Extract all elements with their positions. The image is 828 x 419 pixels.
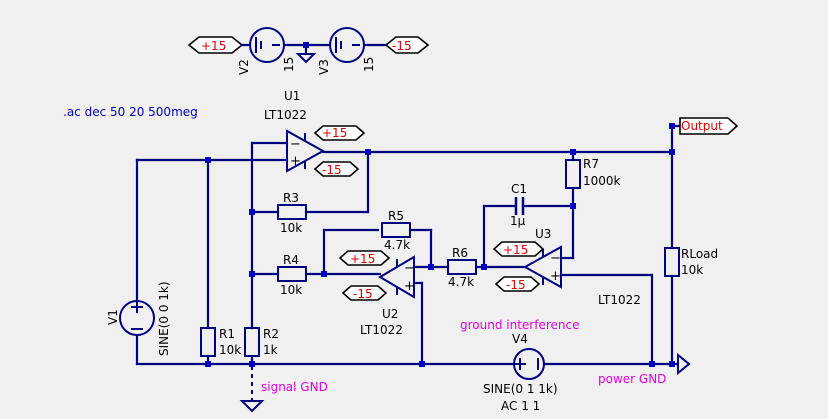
ground-symbol-power <box>677 352 691 376</box>
svg-text:V2: V2 <box>237 59 251 75</box>
net-flag-plus15-supply: +15 <box>187 36 244 54</box>
opamp-U2[interactable]: − + <box>378 255 415 299</box>
svg-text:4.7k: 4.7k <box>384 238 410 252</box>
svg-text:+15: +15 <box>350 252 375 266</box>
svg-text:15: 15 <box>282 57 296 72</box>
svg-text:−: − <box>290 137 301 152</box>
svg-text:+15: +15 <box>322 126 347 140</box>
svg-text:R6: R6 <box>452 246 468 260</box>
net-flag-minus15-U3: -15 <box>494 276 541 292</box>
svg-text:+15: +15 <box>201 39 226 53</box>
resistor-R1[interactable] <box>200 327 216 357</box>
resistor-R3[interactable] <box>277 204 307 220</box>
svg-text:-15: -15 <box>392 39 412 53</box>
resistor-R4[interactable] <box>277 266 307 282</box>
svg-text:15: 15 <box>362 57 376 72</box>
svg-text:1000k: 1000k <box>583 174 621 188</box>
svg-text:V1: V1 <box>106 309 120 325</box>
svg-text:R3: R3 <box>283 191 299 205</box>
svg-text:+: + <box>290 154 301 169</box>
capacitor-C1[interactable] <box>514 197 525 215</box>
svg-text:R7: R7 <box>583 157 599 171</box>
svg-text:V4: V4 <box>512 332 528 346</box>
net-flag-output[interactable]: Output <box>679 117 739 135</box>
svg-text:−: − <box>404 261 415 276</box>
svg-text:AC 1 1: AC 1 1 <box>501 399 540 413</box>
svg-text:C1: C1 <box>511 182 527 196</box>
svg-text:-15: -15 <box>322 163 342 177</box>
resistor-R5[interactable] <box>381 222 411 238</box>
svg-text:+: + <box>550 269 561 284</box>
svg-text:V3: V3 <box>317 59 331 75</box>
svg-text:SINE(0 0 1k): SINE(0 0 1k) <box>157 281 171 356</box>
svg-text:R5: R5 <box>388 209 404 223</box>
junctions <box>205 123 675 367</box>
svg-text:SINE(0 1 1k): SINE(0 1 1k) <box>483 382 558 396</box>
svg-text:LT1022: LT1022 <box>360 323 403 337</box>
voltage-source-V4[interactable] <box>513 348 545 380</box>
wiring <box>135 124 682 398</box>
svg-text:10k: 10k <box>280 221 302 235</box>
svg-text:1µ: 1µ <box>510 214 526 228</box>
svg-text:R1: R1 <box>219 327 235 341</box>
resistor-R6[interactable] <box>447 259 477 275</box>
resistor-R7[interactable] <box>565 159 581 189</box>
voltage-source-V1[interactable] <box>119 300 155 336</box>
voltage-source-V2[interactable] <box>249 27 285 63</box>
svg-text:+15: +15 <box>503 243 528 257</box>
ground-interference-label: ground interference <box>460 318 579 332</box>
svg-text:R2: R2 <box>263 327 279 341</box>
svg-text:-15: -15 <box>353 287 373 301</box>
svg-text:10k: 10k <box>681 263 703 277</box>
net-flag-minus15-U1: -15 <box>313 161 360 177</box>
svg-text:U3: U3 <box>535 227 551 241</box>
svg-text:U2: U2 <box>382 307 398 321</box>
net-flag-plus15-U1: +15 <box>313 125 366 141</box>
resistor-R2[interactable] <box>244 327 260 357</box>
voltage-source-V3[interactable] <box>329 27 365 63</box>
svg-text:10k: 10k <box>219 343 241 357</box>
net-flag-plus15-U3: +15 <box>492 241 545 257</box>
svg-text:1k: 1k <box>263 343 278 357</box>
resistor-RLoad[interactable] <box>664 247 680 277</box>
svg-text:U1: U1 <box>284 89 300 103</box>
opamp-U3[interactable]: − + <box>522 245 562 289</box>
spice-directive[interactable]: .ac dec 50 20 500meg <box>63 105 198 119</box>
power-gnd-label: power GND <box>598 372 666 386</box>
svg-text:−: − <box>550 251 561 266</box>
ground-symbol-signal <box>239 398 265 413</box>
svg-text:LT1022: LT1022 <box>264 108 307 122</box>
net-flag-minus15-U2: -15 <box>341 285 388 301</box>
svg-text:LT1022: LT1022 <box>598 293 641 307</box>
svg-text:-15: -15 <box>506 278 526 292</box>
supply-section: +15 -15 V2 15 V3 15 <box>187 27 430 75</box>
ground-symbol-supply <box>295 53 317 64</box>
svg-text:4.7k: 4.7k <box>448 275 474 289</box>
net-flag-minus15-supply: -15 <box>384 36 430 54</box>
net-flag-plus15-U2: +15 <box>338 250 391 266</box>
svg-text:Output: Output <box>681 119 723 133</box>
opamp-U1[interactable]: − + <box>286 129 326 173</box>
signal-gnd-label: signal GND <box>261 380 328 394</box>
svg-text:+: + <box>404 279 415 294</box>
svg-text:RLoad: RLoad <box>681 247 718 261</box>
svg-text:R4: R4 <box>283 253 299 267</box>
svg-text:10k: 10k <box>280 283 302 297</box>
